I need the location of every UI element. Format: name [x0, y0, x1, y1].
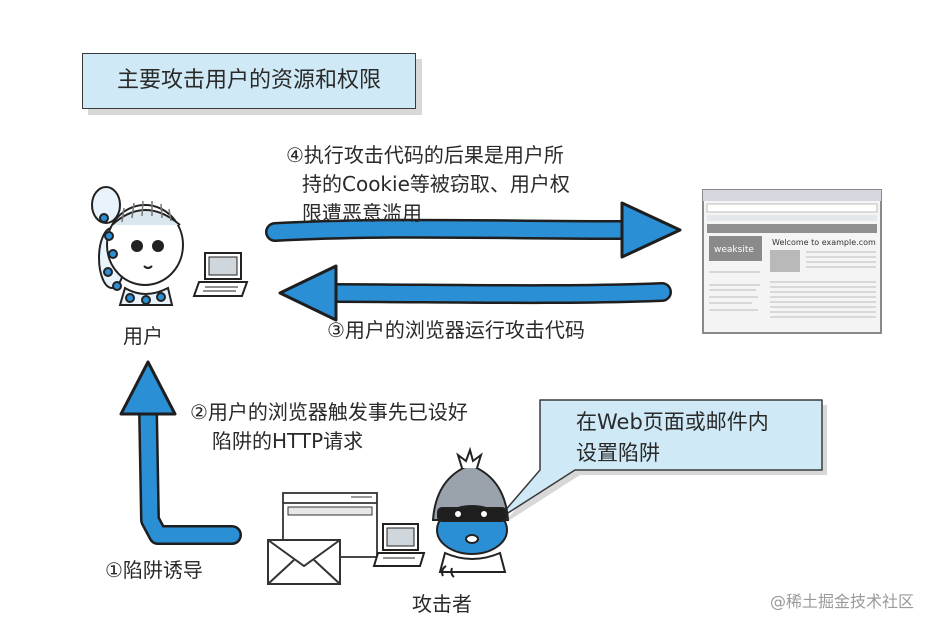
user-girl-icon	[91, 186, 184, 306]
step4-line2: 持的Cookie等被窃取、用户权	[302, 172, 570, 196]
laptop-icon	[192, 252, 249, 297]
arrow-step1	[119, 360, 242, 545]
callout-line1: 在Web页面或邮件内	[576, 410, 769, 434]
step1-label: ①陷阱诱导	[105, 558, 203, 582]
attacker-laptop-icon	[372, 523, 426, 567]
envelope-icon	[267, 539, 341, 585]
user-label: 用户	[123, 324, 163, 348]
browser-screenshot-icon: weaksite Welcome to example.com	[702, 189, 882, 334]
watermark: @稀土掘金技术社区	[770, 592, 915, 611]
callout-bubble	[496, 399, 827, 525]
step2-line2: 陷阱的HTTP请求	[212, 429, 364, 453]
browser-brand: weaksite	[714, 245, 754, 255]
step3-label: ③用户的浏览器运行攻击代码	[327, 318, 585, 342]
arrow-step3	[278, 264, 672, 322]
arrow-step4	[265, 201, 682, 259]
diagram-title: 主要攻击用户的资源和权限	[82, 53, 416, 109]
step2-line1: ②用户的浏览器触发事先已设好	[190, 400, 468, 424]
attacker-icon	[431, 446, 510, 578]
step4-line3: 限遭恶意滥用	[302, 201, 422, 225]
attacker-label: 攻击者	[412, 592, 472, 616]
step4-line1: ④执行攻击代码的后果是用户所	[286, 143, 564, 167]
browser-heading: Welcome to example.com	[772, 238, 876, 247]
callout-line2: 设置陷阱	[576, 441, 660, 465]
